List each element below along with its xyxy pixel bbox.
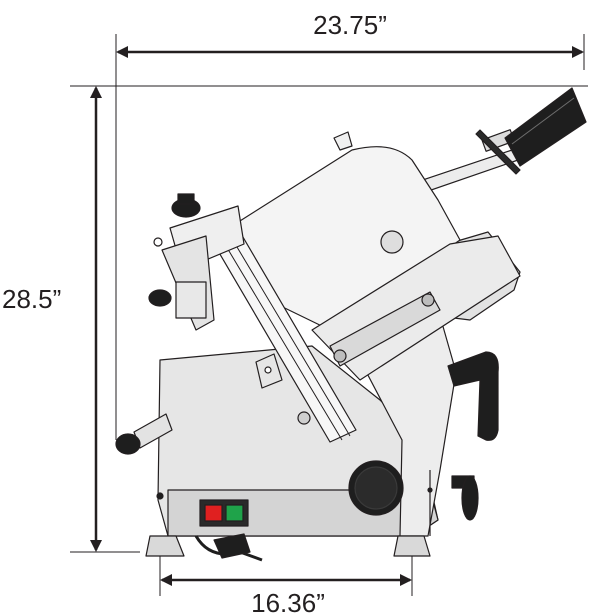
width-dimension bbox=[115, 34, 585, 440]
switch-green-button bbox=[225, 504, 244, 522]
body-screw bbox=[297, 411, 311, 425]
thickness-block bbox=[175, 281, 207, 319]
indicator-dot bbox=[427, 487, 433, 493]
meat-slicer-illustration bbox=[115, 87, 587, 562]
height-dimension bbox=[70, 85, 588, 553]
guard-tab bbox=[333, 131, 353, 151]
rear-handle bbox=[447, 351, 499, 441]
bracket-hole bbox=[264, 366, 272, 374]
lower-left-knob bbox=[115, 433, 141, 455]
front-foot bbox=[145, 535, 185, 557]
right-lower-knob bbox=[461, 475, 479, 521]
rear-foot bbox=[393, 535, 431, 557]
side-knob-mid bbox=[148, 289, 172, 307]
push-handle-highlight bbox=[511, 97, 575, 145]
height-dimension-label: 28.5” bbox=[2, 284, 61, 314]
width-dimension-label: 23.75” bbox=[313, 10, 387, 40]
push-handle-grip bbox=[504, 87, 587, 167]
bracket-screw-left bbox=[333, 349, 347, 363]
blade-edge-stripe bbox=[225, 241, 351, 441]
switch-red-button bbox=[204, 504, 223, 522]
guard-knob-cap bbox=[380, 230, 404, 254]
power-plug bbox=[213, 533, 251, 559]
thickness-knob-cap bbox=[177, 193, 195, 205]
bracket-screw-right bbox=[421, 293, 435, 307]
base-screw bbox=[156, 492, 164, 500]
handle-guard bbox=[475, 129, 521, 175]
pivot-pin bbox=[153, 237, 163, 247]
base-dimension bbox=[159, 556, 413, 596]
base-dimension-label: 16.36” bbox=[251, 588, 325, 616]
motor-hub-inner bbox=[354, 466, 398, 510]
